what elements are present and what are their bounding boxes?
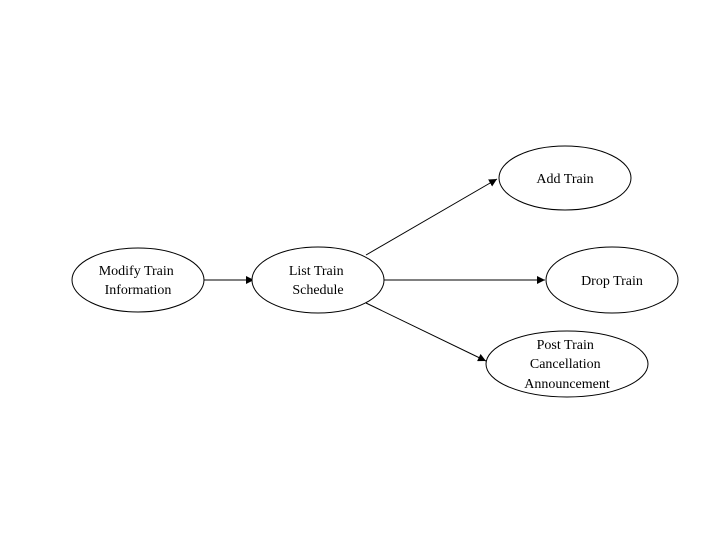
node-add-label-line1: Add Train <box>536 172 593 187</box>
node-add-ellipse <box>498 145 632 211</box>
node-drop-label-line1: Drop Train <box>581 274 643 289</box>
edge-list-to-post <box>365 302 487 362</box>
node-post-label: Post Train Cancellation Announcement <box>524 338 610 392</box>
node-add-label: Add Train <box>536 172 593 187</box>
node-list-label-line1: List Train <box>289 264 344 279</box>
node-list-train-schedule[interactable]: List Train Schedule <box>251 246 385 314</box>
node-drop-train[interactable]: Drop Train <box>545 246 679 314</box>
node-modify-label: Modify Train Information <box>99 264 178 298</box>
node-list-label: List Train Schedule <box>289 264 347 298</box>
node-list-ellipse <box>251 246 385 314</box>
node-modify-label-line2: Information <box>105 283 172 298</box>
node-post-label-line3: Announcement <box>524 377 610 392</box>
node-modify-train-information[interactable]: Modify Train Information <box>71 247 205 313</box>
node-list-label-line2: Schedule <box>292 283 343 298</box>
edge-list-to-add <box>365 178 498 256</box>
node-modify-label-line1: Modify Train <box>99 264 174 279</box>
node-post-train-cancellation[interactable]: Post Train Cancellation Announcement <box>485 330 649 398</box>
node-drop-ellipse <box>545 246 679 314</box>
node-modify-ellipse <box>71 247 205 313</box>
node-add-train[interactable]: Add Train <box>498 145 632 211</box>
node-drop-label: Drop Train <box>581 274 643 289</box>
node-post-ellipse <box>485 330 649 398</box>
node-post-label-line1: Post Train <box>537 338 594 353</box>
node-post-label-line2: Cancellation <box>530 357 601 372</box>
